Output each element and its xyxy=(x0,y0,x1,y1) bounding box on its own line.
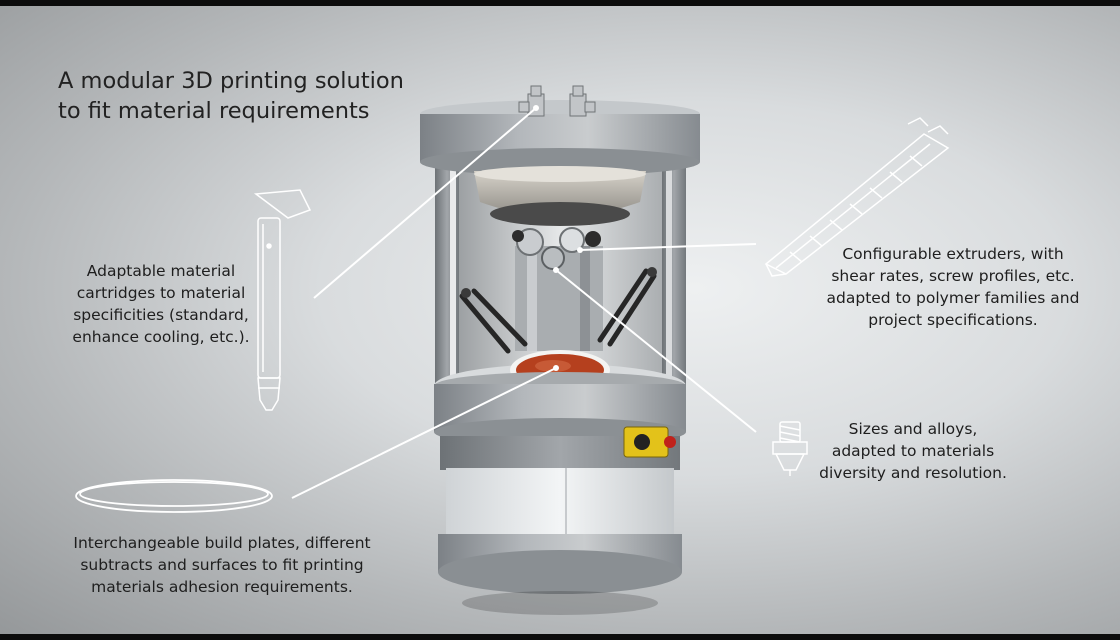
printer-body xyxy=(420,85,700,615)
caption-line: adapted to polymer families and xyxy=(826,289,1080,307)
title-line-1: A modular 3D printing solution xyxy=(58,68,404,94)
caption-line: project specifications. xyxy=(868,311,1038,329)
caption-line: materials adhesion requirements. xyxy=(91,578,353,596)
caption-line: shear rates, screw profiles, etc. xyxy=(831,267,1075,285)
emergency-stop-icon xyxy=(623,426,676,458)
nozzles-caption: Sizes and alloys, adapted to materials d… xyxy=(798,418,1028,484)
callout-lines xyxy=(291,107,757,499)
caption-line: Sizes and alloys, xyxy=(848,420,978,438)
extruder-icon xyxy=(764,117,950,277)
caption-line: subtracts and surfaces to fit printing xyxy=(80,556,364,574)
cartridge-icon xyxy=(253,189,312,411)
page-title: A modular 3D printing solution to fit ma… xyxy=(58,66,478,126)
caption-line: Interchangeable build plates, different xyxy=(73,534,371,552)
extruders-caption: Configurable extruders, with shear rates… xyxy=(800,243,1106,331)
caption-line: Configurable extruders, with xyxy=(842,245,1064,263)
caption-line: cartridges to material xyxy=(76,284,246,302)
caption-line: Adaptable material xyxy=(86,262,236,280)
printer-diagram xyxy=(75,85,950,615)
caption-line: specificities (standard, xyxy=(73,306,249,324)
cartridges-caption: Adaptable material cartridges to materia… xyxy=(36,260,286,348)
build-plates-caption: Interchangeable build plates, different … xyxy=(34,532,410,598)
infographic-stage: A modular 3D printing solution to fit ma… xyxy=(0,6,1120,634)
caption-line: enhance cooling, etc.). xyxy=(72,328,250,346)
caption-line: adapted to materials xyxy=(831,442,995,460)
nozzle-icon xyxy=(772,421,808,476)
title-line-2: to fit material requirements xyxy=(58,98,370,124)
caption-line: diversity and resolution. xyxy=(819,464,1007,482)
build-plate-ring-icon xyxy=(75,479,273,513)
